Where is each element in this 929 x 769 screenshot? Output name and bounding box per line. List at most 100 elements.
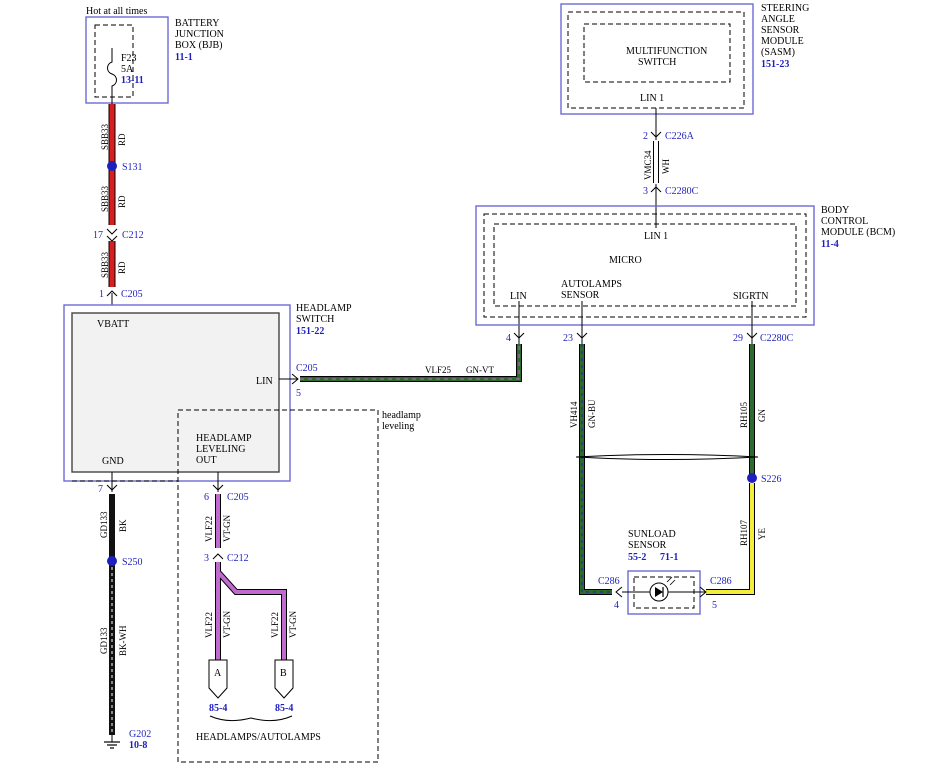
label-rd-3: RD: [117, 261, 127, 274]
label-s131: S131: [122, 162, 143, 173]
label-gn-bu: GN-BU: [587, 399, 597, 428]
wire-vlf22-lower: [216, 562, 286, 660]
label-c212-leveling: C212: [227, 553, 249, 564]
pin-label-vbatt: VBATT: [97, 319, 129, 330]
pin-3-leveling: 3: [204, 553, 209, 564]
pin-5-lin: 5: [296, 388, 301, 399]
pin-1: 1: [99, 289, 104, 300]
connector-c212-leveling-symbol: [212, 553, 224, 560]
connector-c205-lin-symbol: [291, 373, 299, 385]
label-sbb33-2: SBB33: [100, 185, 110, 212]
bcm-pin-lin: LIN: [510, 291, 527, 302]
pin-label-gnd: GND: [102, 456, 124, 467]
label-vt-gn-1: VT-GN: [222, 514, 232, 542]
bjb-inner-dashed: [94, 24, 134, 98]
label-c2280c-top: C2280C: [665, 186, 699, 197]
sunload-ref2: 71-1: [660, 552, 678, 563]
pin-label-lin-switch: LIN: [256, 376, 273, 387]
bcm-pin-autolamps2: SENSOR: [561, 290, 600, 301]
bcm-pin-sigrtn: SIGRTN: [733, 291, 769, 302]
bcm-module-box: [475, 205, 815, 326]
label-c286-left: C286: [598, 576, 620, 587]
label-c205-leveling: C205: [227, 492, 249, 503]
wire-vh414-stripe: [581, 344, 612, 593]
label-sbb33-3: SBB33: [100, 251, 110, 278]
label-rd-1: RD: [117, 133, 127, 146]
label-vt-gn-2: VT-GN: [222, 610, 232, 638]
label-vlf22-2: VLF22: [204, 612, 214, 638]
sasm-title4: MODULE: [761, 36, 804, 47]
destination-b-ref: 85-4: [275, 703, 293, 714]
photodiode-icon: [649, 576, 676, 602]
sasm-inner-title1: MULTIFUNCTION: [626, 46, 707, 57]
bcm-title1: BODY: [821, 205, 849, 216]
connector-bcm-lin-symbol: [513, 332, 525, 339]
pin-7: 7: [98, 484, 103, 495]
wire-vh414: [580, 344, 612, 594]
pin-23: 23: [563, 333, 573, 344]
pin-5-c286: 5: [712, 600, 717, 611]
bcm-title3: MODULE (BCM): [821, 227, 895, 238]
bcm-ref: 11-4: [821, 239, 839, 250]
splice-s131: [107, 161, 117, 171]
label-vmc34: VMC34: [643, 150, 653, 180]
twisted-pair-marker: [575, 454, 759, 460]
leveling-label-1: headlamp: [382, 410, 421, 421]
pin-2-c226a: 2: [643, 131, 648, 142]
label-vlf25: VLF25: [425, 365, 452, 375]
label-s250: S250: [122, 557, 143, 568]
label-gn: GN: [757, 409, 767, 422]
pin-29: 29: [733, 333, 743, 344]
destinations-brace: [209, 715, 293, 722]
label-gd133-2: GD133: [99, 627, 109, 654]
pin-17: 17: [93, 230, 103, 241]
connector-c286-left-symbol: [615, 586, 623, 598]
pin-6: 6: [204, 492, 209, 503]
sunload-title1: SUNLOAD: [628, 529, 676, 540]
bcm-title2: CONTROL: [821, 216, 868, 227]
connector-c205-gnd-symbol: [106, 484, 118, 491]
bcm-pin-autolamps1: AUTOLAMPS: [561, 279, 622, 290]
label-vlf22-3: VLF22: [270, 612, 280, 638]
hot-at-all-times-note: Hot at all times: [86, 6, 147, 17]
label-sbb33-1: SBB33: [100, 123, 110, 150]
fuse-f23-ref: 13-11: [121, 75, 144, 86]
label-vlf22-1: VLF22: [204, 516, 214, 542]
sasm-module-box: [560, 3, 754, 115]
connector-c212-gap: [104, 225, 120, 241]
destination-b-arrow: [274, 659, 294, 699]
destination-a-ref: 85-4: [209, 703, 227, 714]
pin-label-headlamp-leveling-1: HEADLAMP: [196, 433, 252, 444]
bjb-title-line3: BOX (BJB): [175, 40, 223, 51]
headlamp-switch-inner: [71, 312, 280, 473]
splice-s226: [747, 473, 757, 483]
connector-c212-symbol: [106, 228, 118, 242]
bcm-micro-label: MICRO: [609, 255, 642, 266]
label-c286-right: C286: [710, 576, 732, 587]
connector-c205-top-symbol: [106, 290, 118, 297]
sasm-title3: SENSOR: [761, 25, 800, 36]
bcm-inner-dashed: [483, 213, 807, 318]
pin-label-headlamp-leveling-3: OUT: [196, 455, 217, 466]
ground-g202-icon: [104, 735, 120, 749]
connector-c226a-symbol: [650, 131, 662, 138]
wire-vh414-outline: [579, 344, 612, 595]
label-bk: BK: [118, 519, 128, 532]
label-gn-vt: GN-VT: [466, 365, 494, 375]
pin-4-c286: 4: [614, 600, 619, 611]
fuse-f23-rating: 5A: [121, 64, 134, 75]
headlamp-leveling-region: [177, 409, 379, 763]
label-c205-lin: C205: [296, 363, 318, 374]
headlamp-switch-title1: HEADLAMP: [296, 303, 352, 314]
label-c212-top: C212: [122, 230, 144, 241]
sunload-title2: SENSOR: [628, 540, 667, 551]
destination-a-arrow: [208, 659, 228, 699]
wire-rh107: [706, 483, 754, 594]
bjb-title-line1: BATTERY: [175, 18, 219, 29]
sasm-inner-title2: SWITCH: [638, 57, 676, 68]
pin-3-c2280c: 3: [643, 186, 648, 197]
label-ye: YE: [757, 528, 767, 540]
connector-bcm-23-symbol: [576, 332, 588, 339]
label-wh: WH: [661, 159, 671, 174]
